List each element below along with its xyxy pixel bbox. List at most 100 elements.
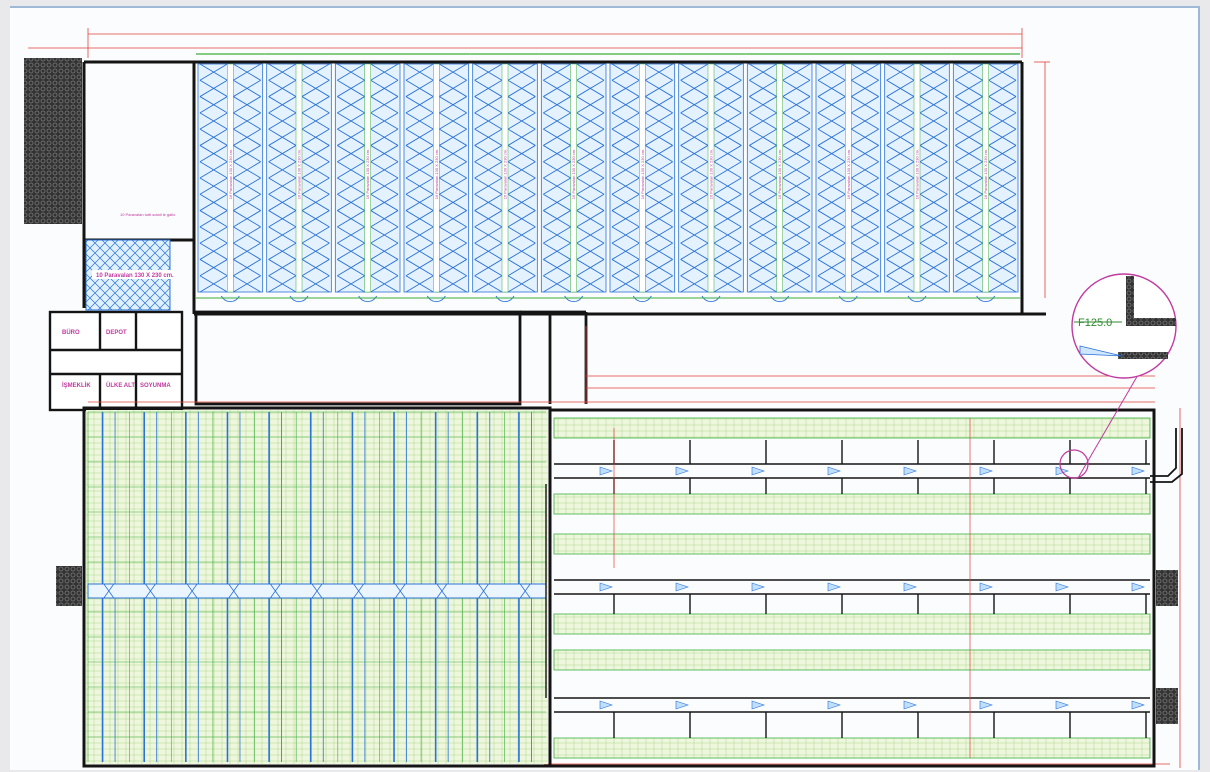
nest-cross [543, 161, 605, 179]
nest-cross [749, 161, 811, 179]
nest-cross [680, 242, 742, 260]
door-arc [564, 295, 584, 303]
lower-right-hall-walls [548, 408, 1156, 768]
nest-cross [199, 226, 261, 244]
nest-cross [405, 161, 467, 179]
nest-cross [749, 79, 811, 97]
nest-cross [543, 275, 605, 293]
nest-cross [817, 63, 879, 81]
nest-cross [749, 275, 811, 293]
aisle-cross [519, 583, 531, 599]
nest-cross [543, 210, 605, 228]
nest-cross [680, 96, 742, 114]
nest-cross [886, 63, 948, 81]
flow-arrow [903, 582, 917, 592]
room-a-label: İŞMEKLİK [62, 382, 91, 389]
detail-callout [1059, 273, 1177, 479]
nest-cross [955, 210, 1017, 228]
nest-cross [199, 63, 261, 81]
bay-aisle [570, 63, 577, 293]
nest-cross [749, 177, 811, 195]
small-bay-label-bg [92, 270, 172, 279]
nest-cross [543, 112, 605, 130]
nest-cross [543, 128, 605, 146]
nest-cross [199, 112, 261, 130]
nest-cross [337, 210, 399, 228]
flow-arrow [599, 582, 613, 592]
nest-cross [474, 128, 536, 146]
nest-cross [405, 112, 467, 130]
nest-cross [268, 242, 330, 260]
nest-cross [749, 242, 811, 260]
hatched-block-top-left [24, 58, 82, 224]
nest-cross [543, 145, 605, 163]
nest-cross [611, 96, 673, 114]
flow-arrow [1055, 700, 1069, 710]
nest-cross [199, 275, 261, 293]
nest-cross [749, 128, 811, 146]
nest-cross [543, 177, 605, 195]
nest-cross [611, 128, 673, 146]
lower-right-cages [545, 417, 1151, 759]
nest-cross [199, 96, 261, 114]
office-block [48, 310, 184, 412]
nest-cross [543, 79, 605, 97]
nest-cross [268, 193, 330, 211]
nest-cross [886, 112, 948, 130]
room-depot-label: DEPOT [106, 330, 127, 336]
nest-cross [474, 79, 536, 97]
nest-cross [405, 226, 467, 244]
flow-arrow [599, 466, 613, 476]
nest-cross [680, 161, 742, 179]
nest-cross [817, 226, 879, 244]
door-arc [495, 295, 515, 303]
nest-cross [268, 275, 330, 293]
nest-cross [611, 177, 673, 195]
nest-cross [474, 210, 536, 228]
nest-cross [611, 275, 673, 293]
bay-label: 16 Paravalan 130 X 230 cm. [915, 149, 920, 199]
nest-cross [337, 128, 399, 146]
nest-cross [474, 161, 536, 179]
nest-cross [886, 161, 948, 179]
nest-cross [474, 177, 536, 195]
door-arc [426, 295, 446, 303]
bay-aisle [639, 63, 646, 293]
nest-cross [955, 193, 1017, 211]
aisle-cross [145, 583, 156, 599]
nest-cross [611, 79, 673, 97]
bay-label: 16 Paravalan 130 X 230 cm. [434, 149, 439, 199]
aisle-cross [103, 583, 115, 599]
bay-aisle [707, 63, 715, 293]
flow-arrow [751, 700, 765, 710]
nest-cross [886, 226, 948, 244]
flow-arrow [599, 700, 613, 710]
nest-cross [886, 79, 948, 97]
nest-cross [680, 112, 742, 130]
nest-cross [817, 161, 879, 179]
aisle-cross [270, 583, 281, 599]
aisle-cross [311, 583, 323, 599]
nest-cross [543, 242, 605, 260]
nest-cross [817, 275, 879, 293]
nest-cross [817, 242, 879, 260]
lower-left-cages [86, 410, 548, 764]
nest-cross [199, 79, 261, 97]
nest-cross [337, 96, 399, 114]
nest-cross [199, 161, 261, 179]
top-building-walls [82, 60, 1046, 316]
bay-aisle [845, 63, 852, 293]
nest-cross [199, 210, 261, 228]
door-arc [289, 295, 309, 303]
nest-cross [749, 259, 811, 277]
nest-cross [474, 226, 536, 244]
aisle-cross [228, 583, 240, 599]
flow-arrow [1131, 700, 1145, 710]
nest-cross [749, 210, 811, 228]
nest-cross [405, 177, 467, 195]
nest-cross [817, 259, 879, 277]
flow-arrow [979, 700, 993, 710]
service-corridor [194, 310, 588, 406]
cage-row [553, 493, 1151, 515]
bay-label: 16 Paravalan 130 X 230 cm. [777, 149, 782, 199]
